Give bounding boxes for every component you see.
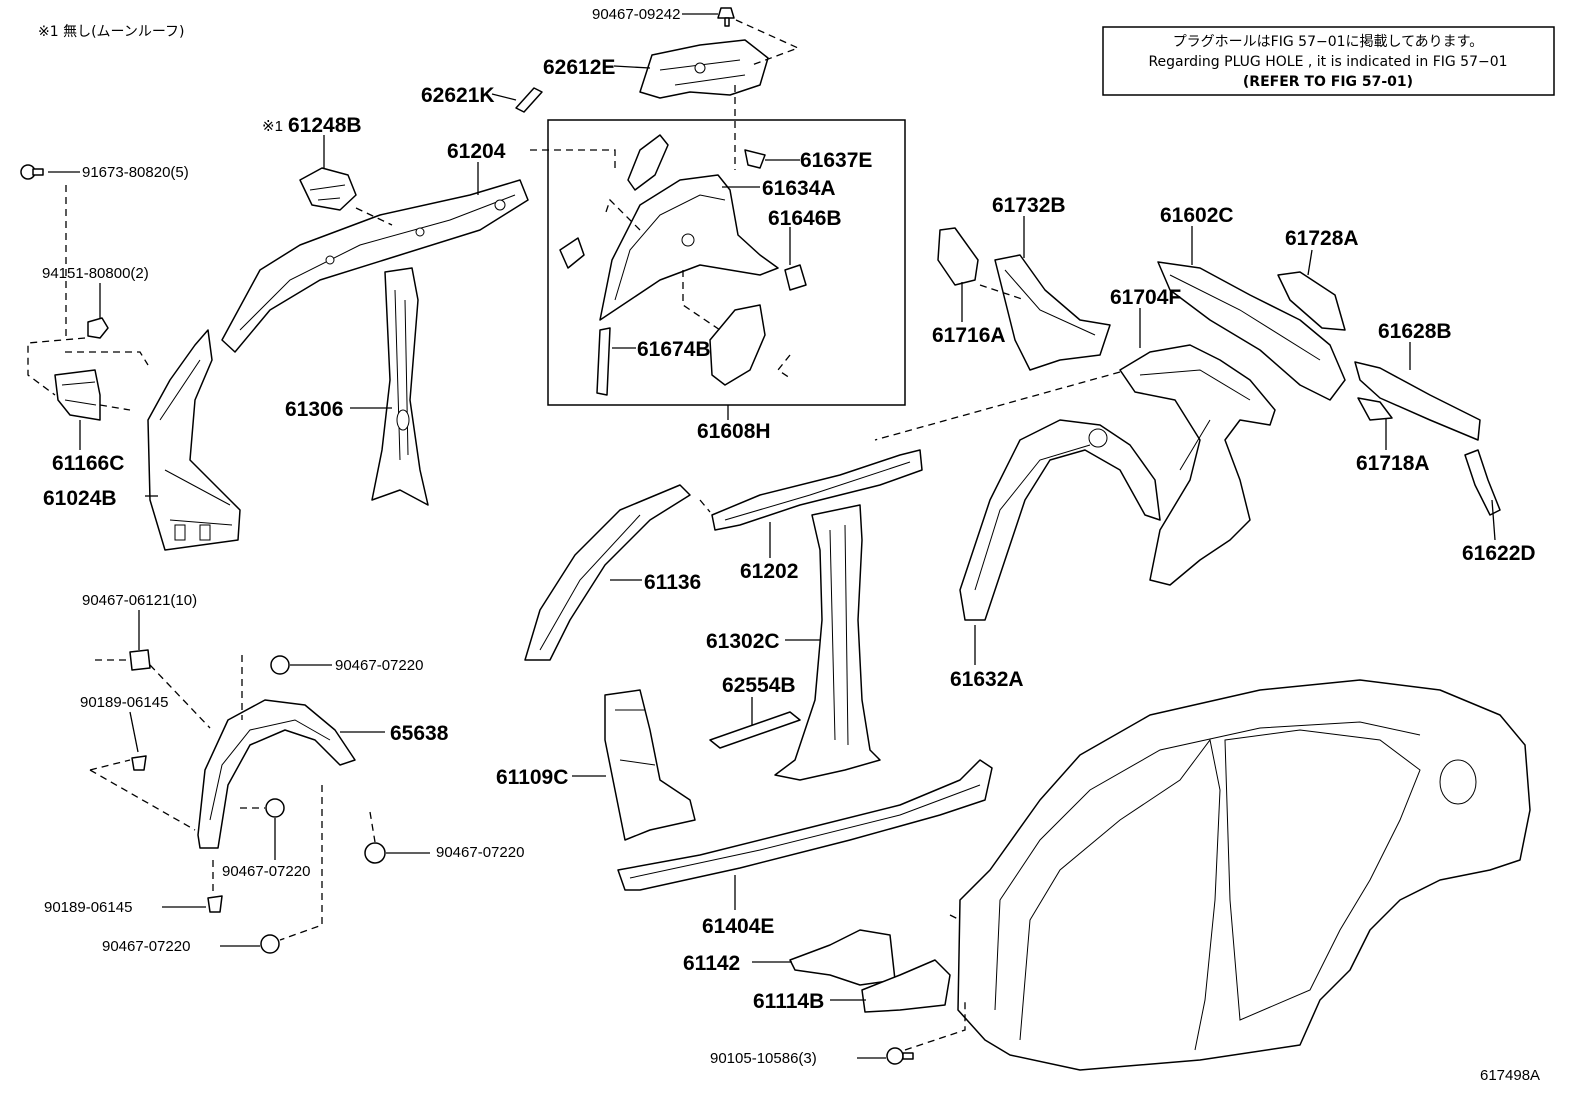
part-body-side-outer[interactable] xyxy=(957,679,1531,1071)
label-90467-07220-c[interactable]: 90467-07220 xyxy=(436,844,524,861)
part-61404E[interactable] xyxy=(617,759,993,891)
clip-90189-06145-b[interactable] xyxy=(207,895,223,913)
label-90189-06145-a[interactable]: 90189-06145 xyxy=(80,694,168,711)
part-61732B[interactable] xyxy=(994,254,1111,371)
label-90467-07220-b[interactable]: 90467-07220 xyxy=(222,863,310,880)
part-65638[interactable] xyxy=(197,699,356,849)
part-62612E[interactable] xyxy=(639,39,769,99)
label-61142[interactable]: 61142 xyxy=(683,952,740,975)
refer-note-line3: (REFER TO FIG 57-01) xyxy=(1243,74,1413,90)
moonroof-note: ※1 無し(ムーンルーフ) xyxy=(38,24,184,40)
figure-code: 617498A xyxy=(1480,1067,1540,1084)
label-61136[interactable]: 61136 xyxy=(644,571,701,594)
label-61622D[interactable]: 61622D xyxy=(1462,542,1536,565)
label-91673-80820[interactable]: 91673-80820(5) xyxy=(82,164,189,181)
label-90105-10586[interactable]: 90105-10586(3) xyxy=(710,1050,817,1067)
part-61718A[interactable] xyxy=(1357,397,1393,421)
part-61637E[interactable] xyxy=(744,149,766,169)
nut-94151-80800[interactable] xyxy=(87,317,109,339)
part-61166C[interactable] xyxy=(54,369,101,421)
part-61646B[interactable] xyxy=(784,264,807,291)
part-61628B[interactable] xyxy=(1354,361,1481,441)
label-94151-80800[interactable]: 94151-80800(2) xyxy=(42,265,149,282)
clip-90467-07220-b[interactable] xyxy=(265,798,285,818)
part-61632A[interactable] xyxy=(959,419,1161,621)
part-61602C[interactable] xyxy=(1157,261,1346,401)
part-61716A[interactable] xyxy=(937,227,979,286)
part-61704F[interactable] xyxy=(1119,344,1276,586)
refer-note-line1: プラグホールはFIG 57−01に掲載してあります。 xyxy=(1173,34,1484,50)
callout-labels: 90467-09242 62612E 62621K ※1 61248B 6120… xyxy=(42,6,1536,1067)
clip-90467-09242[interactable] xyxy=(717,7,735,27)
label-61202[interactable]: 61202 xyxy=(740,560,798,583)
label-65638[interactable]: 65638 xyxy=(390,722,449,745)
part-62621K[interactable] xyxy=(515,87,543,113)
label-61637E[interactable]: 61637E xyxy=(800,149,872,172)
part-61024B[interactable] xyxy=(147,329,241,551)
part-61204[interactable] xyxy=(221,179,529,353)
label-61632A[interactable]: 61632A xyxy=(950,668,1024,691)
label-90467-09242[interactable]: 90467-09242 xyxy=(592,6,680,23)
label-61204[interactable]: 61204 xyxy=(447,140,506,163)
label-90189-06145-b[interactable]: 90189-06145 xyxy=(44,899,132,916)
label-61302C[interactable]: 61302C xyxy=(706,630,780,653)
label-61602C[interactable]: 61602C xyxy=(1160,204,1234,227)
clip-90467-07220-a[interactable] xyxy=(270,655,290,675)
label-61628B[interactable]: 61628B xyxy=(1378,320,1452,343)
part-62554B[interactable] xyxy=(709,711,801,749)
label-61114B[interactable]: 61114B xyxy=(753,990,824,1013)
label-62612E[interactable]: 62612E xyxy=(543,56,615,79)
label-61306[interactable]: 61306 xyxy=(285,398,343,421)
clip-90467-07220-d[interactable] xyxy=(260,934,280,954)
clip-90467-07220-c[interactable] xyxy=(364,842,386,864)
part-61302C[interactable] xyxy=(774,504,881,781)
label-61728A[interactable]: 61728A xyxy=(1285,227,1359,250)
bolt-91673-80820[interactable] xyxy=(20,164,44,180)
label-90467-07220-d[interactable]: 90467-07220 xyxy=(102,938,190,955)
label-61716A[interactable]: 61716A xyxy=(932,324,1006,347)
label-61024B[interactable]: 61024B xyxy=(43,487,117,510)
label-61166C[interactable]: 61166C xyxy=(52,452,124,475)
label-61404E[interactable]: 61404E xyxy=(702,915,774,938)
refer-note-line2: Regarding PLUG HOLE , it is indicated in… xyxy=(1148,54,1507,70)
refer-note-box: プラグホールはFIG 57−01に掲載してあります。 Regarding PLU… xyxy=(1102,26,1555,96)
label-61718A[interactable]: 61718A xyxy=(1356,452,1430,475)
part-61622D[interactable] xyxy=(1464,449,1501,516)
refer-note-frame xyxy=(1102,26,1555,96)
part-61202[interactable] xyxy=(711,449,923,531)
part-inset-bracket-a[interactable] xyxy=(627,134,669,191)
label-90467-07220-a[interactable]: 90467-07220 xyxy=(335,657,423,674)
label-mark-61248B: ※1 xyxy=(262,118,283,135)
part-61248B[interactable] xyxy=(299,167,357,211)
part-inset-bracket-b[interactable] xyxy=(709,304,766,386)
part-61306[interactable] xyxy=(371,267,429,506)
label-61646B[interactable]: 61646B xyxy=(768,207,842,230)
label-62554B[interactable]: 62554B xyxy=(722,674,796,697)
label-62621K[interactable]: 62621K xyxy=(421,84,495,107)
clip-90467-06121[interactable] xyxy=(129,649,151,671)
label-61109C[interactable]: 61109C xyxy=(496,766,568,789)
label-61248B[interactable]: 61248B xyxy=(288,114,362,137)
part-61114B[interactable] xyxy=(861,959,951,1013)
label-61634A[interactable]: 61634A xyxy=(762,177,836,200)
label-61674B[interactable]: 61674B xyxy=(637,338,711,361)
part-61728A[interactable] xyxy=(1277,271,1346,331)
part-61634A[interactable] xyxy=(599,174,779,321)
part-inset-bracket-c[interactable] xyxy=(559,237,585,269)
label-61704F[interactable]: 61704F xyxy=(1110,286,1181,309)
leader-lines xyxy=(27,13,1496,1059)
label-90467-06121[interactable]: 90467-06121(10) xyxy=(82,592,197,609)
part-61109C[interactable] xyxy=(604,689,696,841)
label-61732B[interactable]: 61732B xyxy=(992,194,1066,217)
part-61674B[interactable] xyxy=(596,327,611,396)
clip-90189-06145-a[interactable] xyxy=(131,755,147,771)
part-61142[interactable] xyxy=(789,929,896,986)
inset-group-61608H xyxy=(547,119,906,406)
bolt-90105-10586[interactable] xyxy=(886,1047,914,1065)
part-61136[interactable] xyxy=(524,484,691,661)
label-61608H[interactable]: 61608H xyxy=(697,420,771,443)
